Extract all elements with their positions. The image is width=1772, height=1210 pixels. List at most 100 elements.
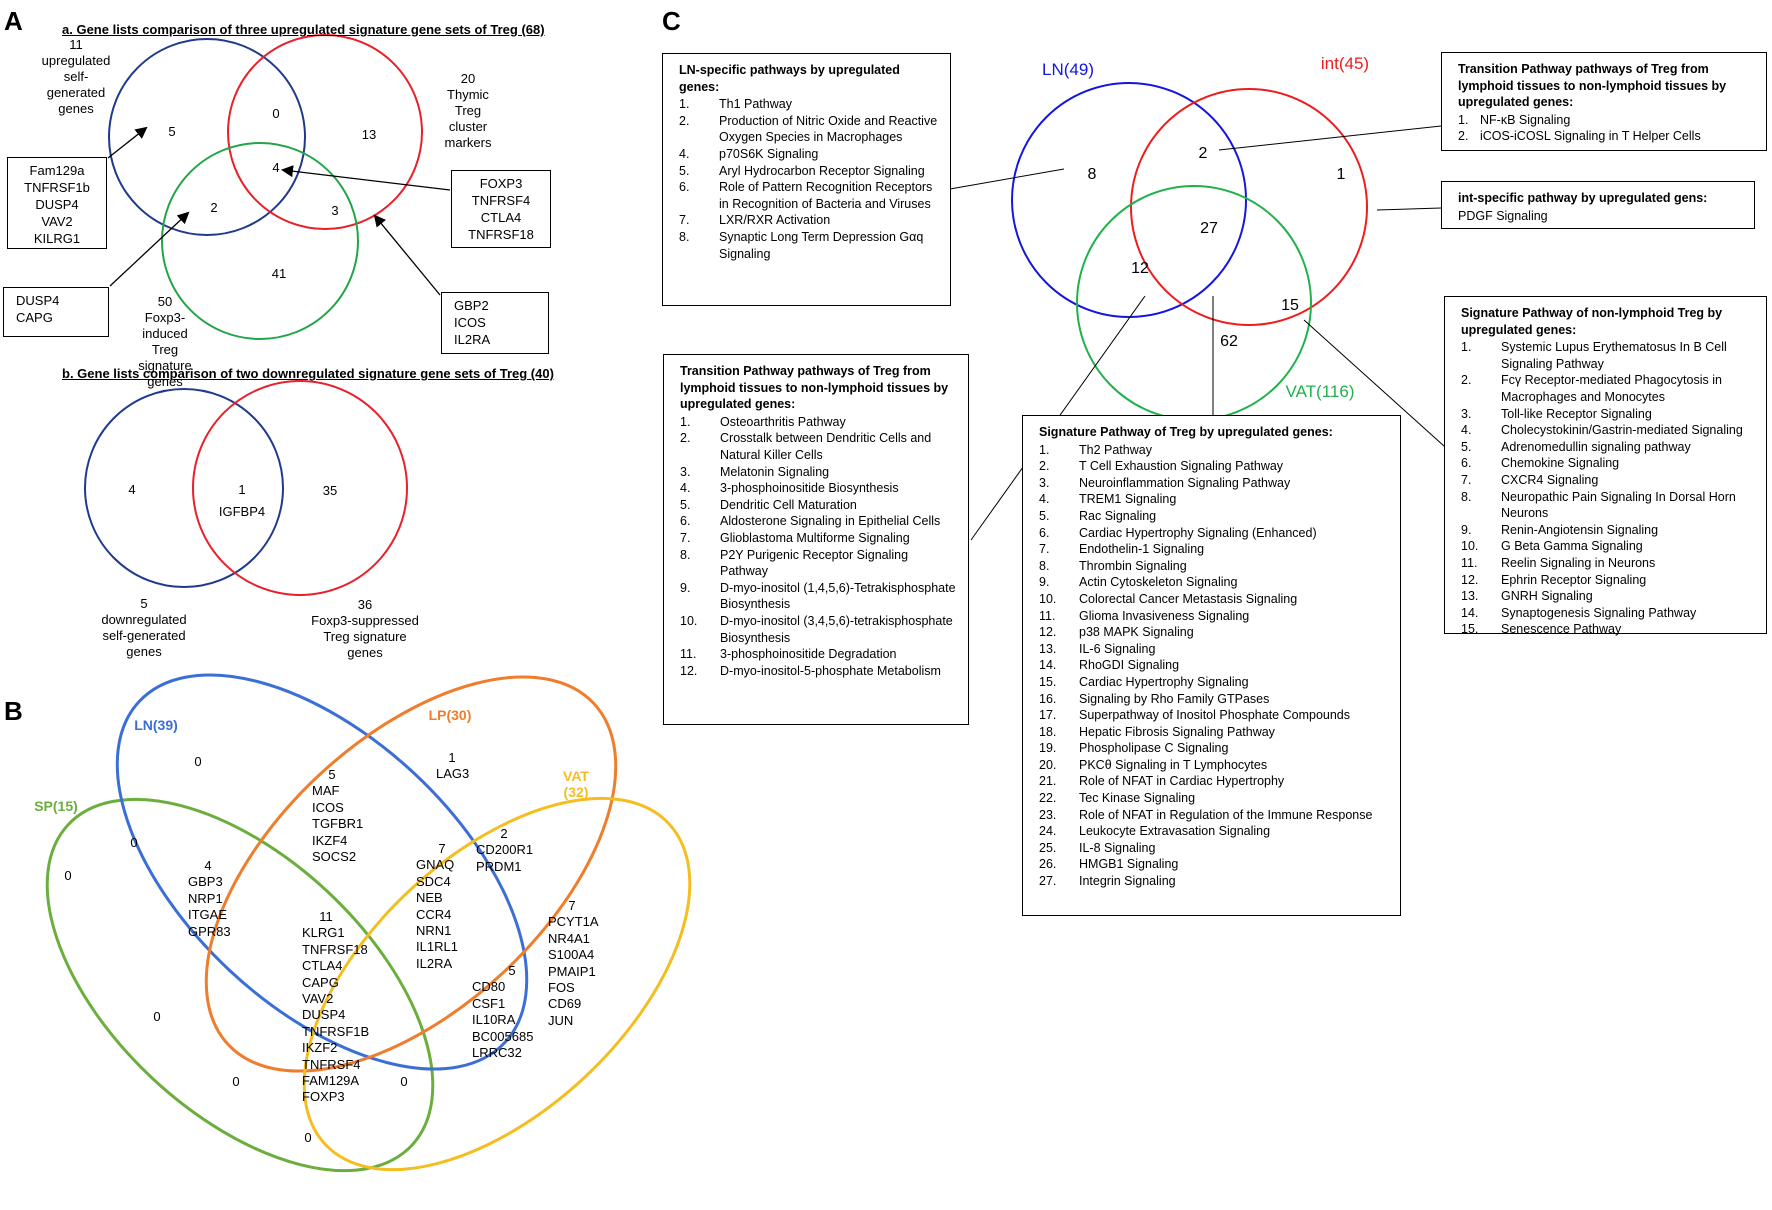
panel-b-venn xyxy=(45,673,692,1173)
pathway-item: 2.Crosstalk between Dendritic Cells and … xyxy=(680,430,958,463)
pathway-text: Role of NFAT in Cardiac Hypertrophy xyxy=(1079,774,1285,789)
arrow-blue-only xyxy=(107,126,148,159)
pathway-num: 15. xyxy=(1039,674,1057,689)
panel-letter-b: B xyxy=(4,696,23,726)
gene-item: DUSP4 xyxy=(16,293,60,308)
pathway-num: 26. xyxy=(1039,857,1057,872)
label-ln: LN(39) xyxy=(134,717,178,733)
pathway-num: 4. xyxy=(679,146,690,161)
pathway-num: 2. xyxy=(1458,129,1469,144)
gene-box-red-green: GBP2 ICOS IL2RA xyxy=(441,292,549,354)
pathway-box-ln-specific: LN-specific pathways by upregulated gene… xyxy=(662,53,951,306)
pathway-text: Aldosterone Signaling in Epithelial Cell… xyxy=(720,514,941,529)
pathway-num: 21. xyxy=(1039,774,1057,789)
arrow-all xyxy=(281,165,451,191)
pathway-num: 4. xyxy=(1039,492,1050,507)
venn-b-count-both: 1 xyxy=(238,482,246,497)
pathway-num: 10. xyxy=(680,613,698,628)
pathway-num: 8. xyxy=(1039,558,1050,573)
pathway-item: 4.Cholecystokinin/Gastrin-mediated Signa… xyxy=(1461,422,1756,439)
gene-item: CD69 xyxy=(548,996,582,1012)
pathway-item: 10.Colorectal Cancer Metastasis Signalin… xyxy=(1039,591,1390,608)
pathway-box-title: Signature Pathway of Treg by upregulated… xyxy=(1039,425,1333,439)
gene-item: CD200R1 xyxy=(476,842,534,858)
group-count: 1 xyxy=(448,750,456,765)
venn-b-right-label: 36 Foxp3-suppressed Treg signature genes xyxy=(311,597,419,660)
count-c-int-only: 1 xyxy=(1336,166,1346,183)
pathway-item: 7.Endothelin-1 Signaling xyxy=(1039,541,1390,558)
pathway-num: 18. xyxy=(1039,724,1057,739)
venn-c-int-circle xyxy=(1130,88,1368,326)
pathway-text: Phospholipase C Signaling xyxy=(1079,741,1229,756)
gene-item: GBP3 xyxy=(188,874,223,890)
pathway-text: Superpathway of Inositol Phosphate Compo… xyxy=(1079,708,1351,723)
gene-item: NRN1 xyxy=(416,923,452,939)
pathway-text: Leukocyte Extravasation Signaling xyxy=(1079,824,1271,839)
pathway-text: Thrombin Signaling xyxy=(1079,558,1187,573)
gene-item: KILRG1 xyxy=(33,231,81,246)
group-lp-only: 1 LAG3 xyxy=(436,750,469,783)
pathway-text: Role of Pattern Recognition Receptors in… xyxy=(719,180,933,211)
pathway-item: 6.Aldosterone Signaling in Epithelial Ce… xyxy=(680,513,958,530)
gene-box-blue-green: DUSP4 CAPG xyxy=(3,287,109,337)
pathway-item: 12.D-myo-inositol-5-phosphate Metabolism xyxy=(680,663,958,680)
connector-ln xyxy=(949,168,1065,190)
pathway-item: 8.Synaptic Long Term Depression Gαq Sign… xyxy=(679,229,940,262)
pathway-item: 4.p70S6K Signaling xyxy=(679,146,940,163)
pathway-num: 7. xyxy=(1461,472,1472,487)
panel-a-venn-a xyxy=(107,34,451,340)
gene-item: GBP2 xyxy=(454,298,489,313)
gene-item: NEB xyxy=(416,890,443,906)
pathway-num: 15. xyxy=(1461,622,1479,637)
pathway-item: 1.Osteoarthritis Pathway xyxy=(680,414,958,431)
pathway-item: 22.Tec Kinase Signaling xyxy=(1039,790,1390,807)
count-c-all: 27 xyxy=(1200,220,1218,237)
pathway-text: TREM1 Signaling xyxy=(1079,492,1177,507)
pathway-num: 14. xyxy=(1039,658,1057,673)
pathway-num: 1. xyxy=(679,97,690,112)
pathway-box-non-lymphoid-signature: Signature Pathway of non-lymphoid Treg b… xyxy=(1444,296,1767,636)
connector-ln-int xyxy=(1218,125,1442,151)
gene-box-blue-only: Fam129a TNFRSF1b DUSP4 VAV2 KILRG1 xyxy=(7,157,107,249)
pathway-num: 5. xyxy=(1461,439,1472,454)
venn-b-red-circle xyxy=(192,380,408,596)
group-ln-lp-vat: 7 GNAQ SDC4 NEB CCR4 NRN1 IL1RL1 IL2RA xyxy=(416,841,458,972)
label-c-vat: VAT(116) xyxy=(1285,382,1355,401)
pathway-num: 3. xyxy=(1461,406,1472,421)
pathway-item: 6.Cardiac Hypertrophy Signaling (Enhance… xyxy=(1039,525,1390,542)
pathway-text: Neuropathic Pain Signaling In Dorsal Hor… xyxy=(1501,489,1736,521)
venn-a-count-blue-only: 5 xyxy=(168,124,176,139)
pathway-list: 1.Systemic Lupus Erythematosus In B Cell… xyxy=(1461,339,1756,638)
gene-item: LAG3 xyxy=(436,766,470,782)
pathway-text: HMGB1 Signaling xyxy=(1079,857,1179,872)
pathway-text: Endothelin-1 Signaling xyxy=(1079,542,1205,557)
pathway-item: 5.Adrenomedullin signaling pathway xyxy=(1461,439,1756,456)
count-c-ln-int: 2 xyxy=(1198,145,1208,162)
pathway-num: 2. xyxy=(679,113,690,128)
count-sp-lp-vat: 0 xyxy=(232,1074,240,1089)
pathway-text: NF-κB Signaling xyxy=(1480,112,1571,127)
panel-letter-a: A xyxy=(4,6,23,36)
pathway-item: 27.Integrin Signaling xyxy=(1039,873,1390,890)
gene-item: TGFBR1 xyxy=(312,816,364,832)
pathway-num: 13. xyxy=(1039,641,1057,656)
pathway-text: Melatonin Signaling xyxy=(720,464,830,479)
pathway-item: 17.Superpathway of Inositol Phosphate Co… xyxy=(1039,707,1390,724)
venn-c-ln-circle xyxy=(1011,82,1247,318)
pathway-item: 13.IL-6 Signaling xyxy=(1039,641,1390,658)
count-c-int-vat: 15 xyxy=(1281,297,1299,314)
pathway-num: 24. xyxy=(1039,824,1057,839)
gene-item: PCYT1A xyxy=(548,914,599,930)
venn-a-red-label: 20 Thymic Treg cluster markers xyxy=(444,71,492,150)
pathway-text: Signaling by Rho Family GTPases xyxy=(1079,691,1270,706)
gene-item: FOXP3 xyxy=(302,1089,345,1105)
pathway-item: 14.RhoGDI Signaling xyxy=(1039,657,1390,674)
pathway-text: PKCθ Signaling in T Lymphocytes xyxy=(1079,757,1268,772)
gene-item: JUN xyxy=(548,1012,574,1028)
venn-b-count-right: 35 xyxy=(322,483,338,498)
ellipse-vat xyxy=(302,796,692,1172)
gene-item: TNFRSF4 xyxy=(302,1056,361,1072)
pathway-item: 10.D-myo-inositol (3,4,5,6)-tetrakisphos… xyxy=(680,613,958,646)
pathway-num: 7. xyxy=(679,213,690,228)
pathway-text: Hepatic Fibrosis Signaling Pathway xyxy=(1079,724,1275,739)
